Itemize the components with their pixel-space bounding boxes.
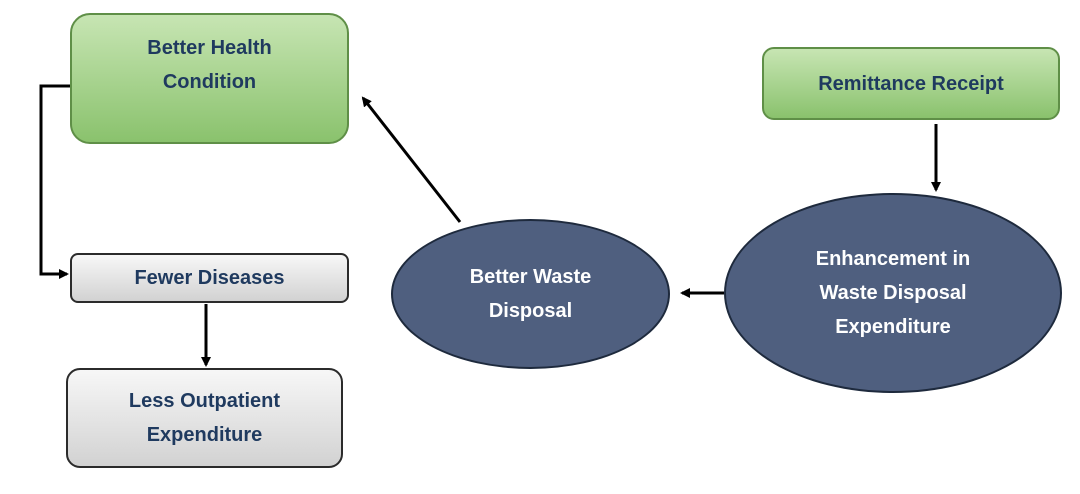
arrow-waste-disposal-to-health <box>361 96 462 223</box>
node-better-waste-disposal: Better Waste Disposal <box>391 219 670 369</box>
node-better-health-condition: Better Health Condition <box>70 13 349 144</box>
node-label: Less Outpatient Expenditure <box>128 390 281 446</box>
node-label: Better Health Condition <box>147 37 272 93</box>
node-label: Enhancement in Waste Disposal Expenditur… <box>815 248 971 338</box>
node-label: Remittance Receipt <box>818 72 1004 95</box>
node-remittance-receipt: Remittance Receipt <box>762 47 1060 120</box>
node-fewer-diseases: Fewer Diseases <box>70 253 349 303</box>
node-label: Fewer Diseases <box>134 267 285 289</box>
arrow-health-to-fewer-diseases <box>39 84 70 279</box>
node-label: Better Waste Disposal <box>469 266 592 322</box>
node-enhancement-waste-disposal-expenditure: Enhancement in Waste Disposal Expenditur… <box>724 193 1062 393</box>
node-less-outpatient-expenditure: Less Outpatient Expenditure <box>66 368 343 468</box>
